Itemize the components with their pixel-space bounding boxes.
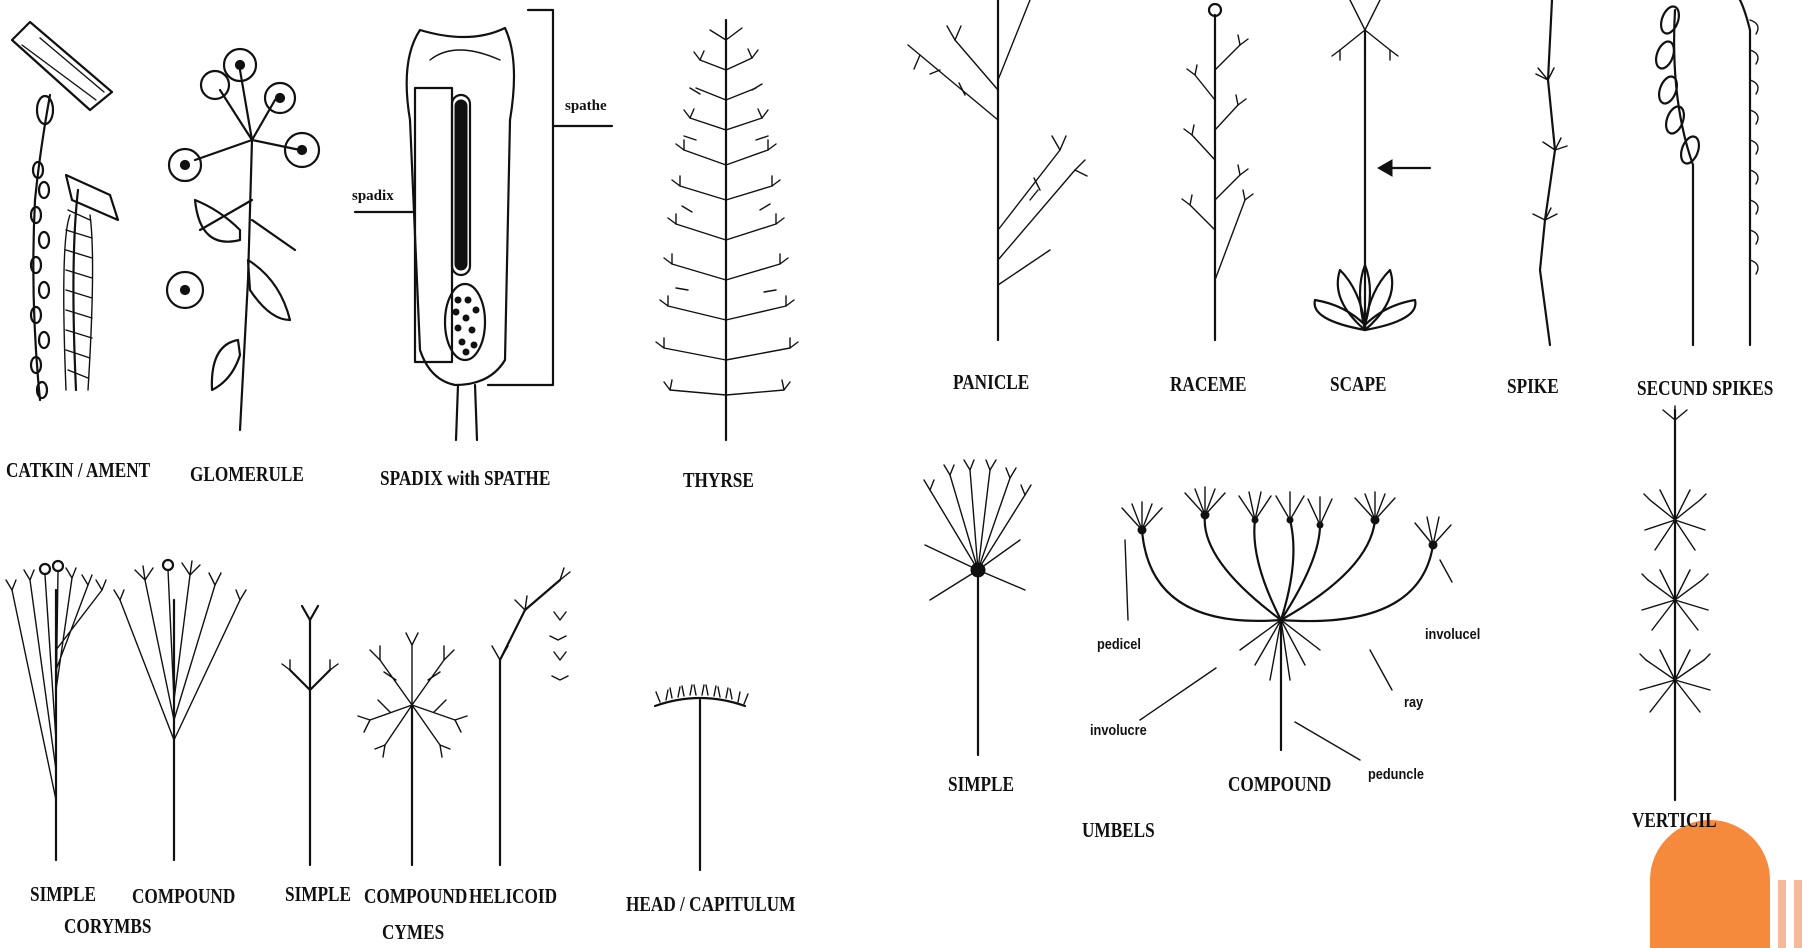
annotation-involucel: involucel [1425,626,1480,643]
spike-drawing [1533,0,1567,345]
umbellets [1122,487,1451,545]
label-secund-spikes: SECUND SPIKES [1637,376,1773,401]
label-scape: SCAPE [1330,372,1386,397]
label-umbels: UMBELS [1082,818,1155,843]
label-corymbs: CORYMBS [64,914,151,939]
catkin-drawing [12,22,118,400]
raceme-drawing [1182,4,1253,340]
panicle-drawing [908,0,1087,340]
annotation-peduncle: peduncle [1368,766,1424,783]
annotation-pedicel: pedicel [1097,636,1141,653]
label-head-capitulum: HEAD / CAPITULUM [626,892,795,917]
label-corymb-compound: COMPOUND [132,884,235,909]
label-raceme: RACEME [1170,372,1247,397]
label-spadix-with-spathe: SPADIX with SPATHE [380,466,550,491]
corymb-simple-drawing [6,561,106,860]
umbel-compound-drawing [1122,487,1452,760]
label-panicle: PANICLE [953,370,1029,395]
label-cymes: CYMES [382,920,444,945]
label-catkin: CATKIN / AMENT [6,458,150,483]
umbel-simple-drawing [924,460,1031,755]
annotation-ray: ray [1404,694,1423,711]
label-cyme-simple: SIMPLE [285,882,351,907]
label-corymb-simple: SIMPLE [30,882,96,907]
cyme-compound-drawing [358,633,467,865]
slide-accent [1650,820,1802,948]
spadix-spathe-drawing [355,10,612,440]
scape-drawing [1315,0,1430,330]
cyme-helicoid-drawing [492,568,570,865]
label-cyme-compound: COMPOUND [364,884,467,909]
annotation-spadix: spadix [352,188,394,205]
secund-spikes-drawing [1653,0,1758,345]
label-glomerule: GLOMERULE [190,462,304,487]
corymb-compound-drawing [114,560,246,860]
annotation-involucre: involucre [1090,722,1147,739]
label-umbel-simple: SIMPLE [948,772,1014,797]
head-capitulum-drawing [655,685,748,870]
thyrse-drawing [656,20,798,440]
label-thyrse: THYRSE [683,468,754,493]
annotation-spathe: spathe [565,98,607,115]
label-cyme-helicoid: HELICOID [469,884,557,909]
label-verticil: VERTICIL [1632,808,1717,833]
cyme-simple-drawing [282,606,338,865]
verticil-drawing [1640,406,1710,800]
glomerule-drawing [167,49,319,430]
label-spike: SPIKE [1507,374,1559,399]
label-umbel-compound: COMPOUND [1228,772,1331,797]
